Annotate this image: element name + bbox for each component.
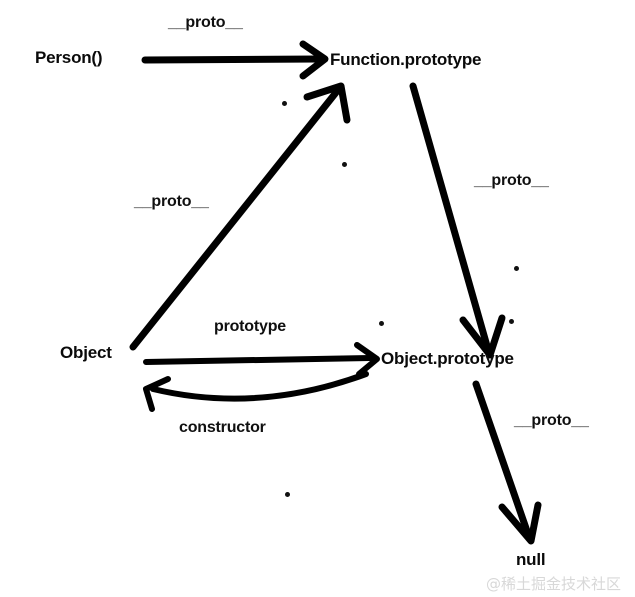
edge-label-object-prototype-proto: __proto__ [514,412,589,429]
node-person: Person() [35,48,103,67]
arrow-object-to-object-prototype [143,342,380,377]
watermark: @稀土掘金技术社区 [486,575,622,593]
edge-label-prototype: prototype [214,318,286,335]
arrow-object-prototype-to-object [143,371,369,412]
node-null: null [516,550,546,569]
arrow-object-prototype-to-null [472,380,542,545]
speck-artifact [509,319,514,324]
edge-label-function-prototype-proto: __proto__ [474,172,549,189]
speck-artifact [342,162,347,167]
speck-artifact [379,321,384,326]
speck-artifact [285,492,290,497]
arrow-function-prototype-to-object-prototype [409,82,506,359]
arrow-person-to-function-prototype [141,40,329,80]
speck-artifact [282,101,287,106]
node-function-prototype: Function.prototype [330,50,482,69]
node-object-prototype: Object.prototype [381,349,514,368]
node-object: Object [60,343,112,362]
edge-label-object-proto: __proto__ [134,193,209,210]
edge-label-constructor: constructor [179,419,266,436]
edge-label-person-proto: __proto__ [168,14,243,31]
arrow-object-to-function-prototype [129,82,351,351]
speck-artifact [514,266,519,271]
